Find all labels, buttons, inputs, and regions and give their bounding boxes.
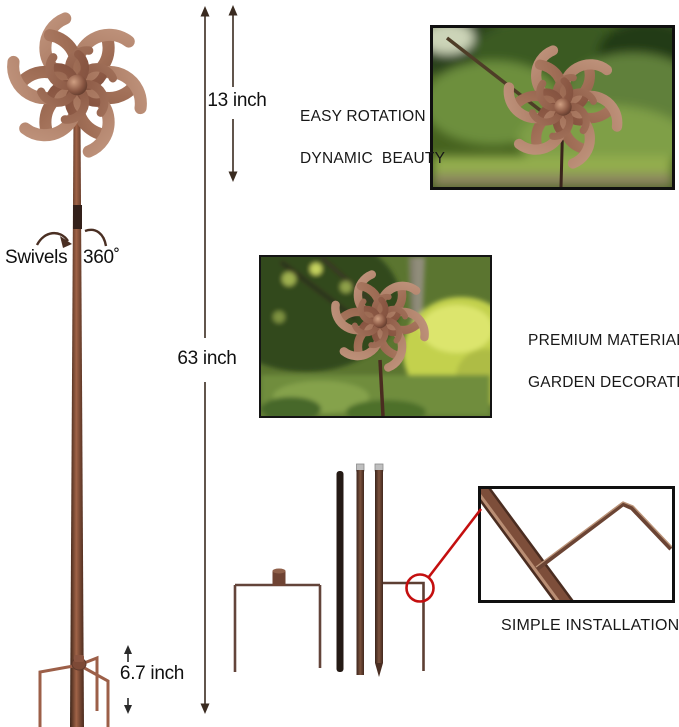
feature-rotation-line2: DYNAMIC BEAUTY (300, 150, 446, 167)
spinner-pole-graphic (378, 359, 385, 416)
garden-photo-2-graphic (261, 257, 490, 416)
main-pole-graphic (70, 115, 84, 727)
photo-garden-scene (259, 255, 492, 418)
callout-circle-icon (405, 508, 483, 603)
feature-rotation-text: EASY ROTATION DYNAMIC BEAUTY (282, 85, 445, 190)
swivel-value: 360˚ (83, 247, 120, 268)
stake-height-label: 6.7 inch (119, 663, 185, 684)
parts-diagram (233, 463, 483, 677)
step-wire-graphic (535, 501, 672, 571)
feature-materials-line1: PREMIUM MATERIALS (528, 332, 679, 349)
rotation-arrow-icon (35, 228, 108, 248)
parts-fork-base-graphic (233, 568, 322, 672)
feature-materials-text: PREMIUM MATERIALS GARDEN DECORATION (510, 309, 679, 414)
photo-easy-rotation (430, 25, 675, 190)
main-wind-spinner-graphic (2, 16, 153, 154)
swivel-label: Swivels (5, 247, 68, 268)
feature-rotation-line1: EASY ROTATION (300, 108, 426, 125)
total-height-label: 63 inch (177, 348, 237, 369)
pole-rod-graphic (481, 489, 574, 600)
spinner-height-label: 13 inch (207, 90, 267, 111)
garden-photo-1-graphic (433, 28, 672, 187)
photo-installation-closeup (478, 486, 675, 603)
closeup-graphic (481, 489, 672, 600)
ground-stake-graphic (38, 655, 110, 727)
feature-materials-line2: GARDEN DECORATION (528, 374, 679, 391)
feature-installation-text: SIMPLE INSTALLATION (501, 617, 679, 634)
parts-pole-sections-graphic (336, 463, 425, 677)
